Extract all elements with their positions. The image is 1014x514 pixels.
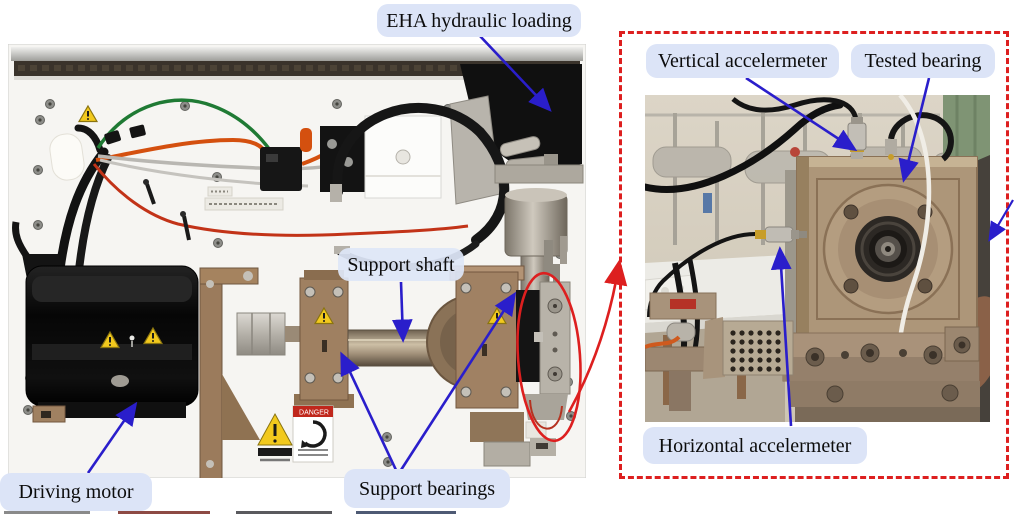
driving-motor-photo — [12, 221, 199, 418]
support-bearing-left — [294, 270, 354, 408]
tested-bearing-housing — [796, 156, 978, 336]
label-driving-motor: Driving motor — [0, 473, 152, 511]
label-horizontal-accelerometer: Horizontal accelermeter — [643, 427, 867, 464]
zoom-inset-frame — [619, 31, 1009, 479]
base-blocks — [782, 326, 980, 422]
label-support-shaft: Support shaft — [338, 248, 464, 281]
cropped-content-sliver — [236, 511, 332, 514]
cropped-content-sliver — [4, 511, 90, 514]
cropped-content-sliver — [356, 511, 456, 514]
shaft-coupling — [236, 312, 300, 356]
label-eha-hydraulic-loading: EHA hydraulic loading — [377, 4, 581, 37]
left-clamp-tower — [645, 292, 717, 411]
svg-text:DANGER: DANGER — [299, 410, 329, 417]
caution-sticker — [257, 412, 293, 462]
label-support-bearings: Support bearings — [344, 469, 510, 508]
top-fitting — [885, 112, 954, 162]
label-tested-bearing: Tested bearing — [851, 44, 995, 78]
danger-sticker: DANGER — [292, 405, 334, 463]
cropped-content-sliver — [118, 511, 210, 514]
info-sticker — [204, 186, 284, 211]
motor-bracket — [199, 267, 260, 478]
label-vertical-accelerometer: Vertical accelermeter — [646, 44, 839, 78]
test-rig-photo: DANGER — [8, 44, 586, 478]
tested-bearing-zoom-photo — [645, 95, 990, 422]
